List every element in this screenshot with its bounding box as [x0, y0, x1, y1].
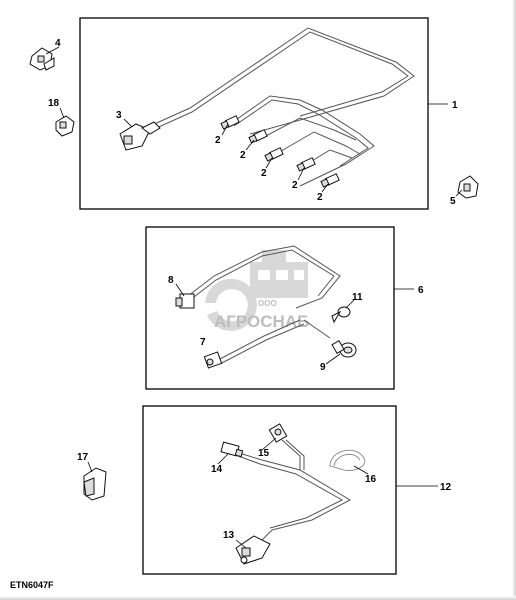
- harness-1: [119, 27, 415, 188]
- connector-2b: [248, 129, 268, 144]
- sensor-9: [331, 339, 357, 358]
- callout-2c: 2: [261, 168, 267, 179]
- connector-15: [268, 423, 288, 443]
- connector-2a: [220, 115, 240, 130]
- callout-5: 5: [450, 196, 456, 207]
- harness-12: [220, 423, 366, 565]
- connector-14: [220, 441, 244, 458]
- page-shadow-right: [512, 0, 516, 600]
- callout-3: 3: [116, 110, 122, 121]
- connector-3: [119, 121, 161, 151]
- callout-17: 17: [77, 452, 89, 463]
- leader-lines: [45, 46, 463, 549]
- watermark-small-text: ООО: [258, 299, 277, 308]
- callout-7: 7: [200, 337, 206, 348]
- harness-12-frame: [142, 405, 397, 575]
- callout-9: 9: [320, 362, 326, 373]
- part-5: [457, 175, 479, 199]
- callout-4: 4: [55, 38, 61, 49]
- harness-1-frame: [79, 17, 429, 210]
- connector-7: [203, 351, 223, 369]
- callout-16: 16: [365, 474, 377, 485]
- part-18: [55, 115, 75, 137]
- callout-12: 12: [440, 482, 452, 493]
- connector-2c: [264, 147, 284, 162]
- callout-2d: 2: [292, 180, 298, 191]
- part-17: [83, 467, 107, 501]
- callout-2b: 2: [240, 150, 246, 161]
- callout-13: 13: [223, 530, 235, 541]
- callout-14: 14: [211, 464, 223, 475]
- callout-2e: 2: [317, 192, 323, 203]
- harness-6-frame: [145, 226, 395, 390]
- clip-11: [331, 306, 351, 324]
- connector-2e: [320, 173, 340, 188]
- figure-code: ETN6047F: [10, 580, 54, 590]
- callout-6: 6: [418, 285, 424, 296]
- callout-2a: 2: [215, 135, 221, 146]
- callout-11: 11: [352, 292, 363, 303]
- harness-6: [175, 245, 357, 369]
- callout-8: 8: [168, 275, 174, 286]
- watermark-logo: ООО АГРОСНАБ: [205, 250, 309, 331]
- callout-18: 18: [48, 98, 60, 109]
- connector-8: [175, 293, 195, 309]
- connector-2d: [296, 157, 316, 172]
- callout-15: 15: [258, 448, 270, 459]
- strap-16: [329, 449, 366, 471]
- page-shadow-bottom: [0, 596, 516, 600]
- connector-13: [235, 535, 271, 565]
- callout-1: 1: [452, 100, 458, 111]
